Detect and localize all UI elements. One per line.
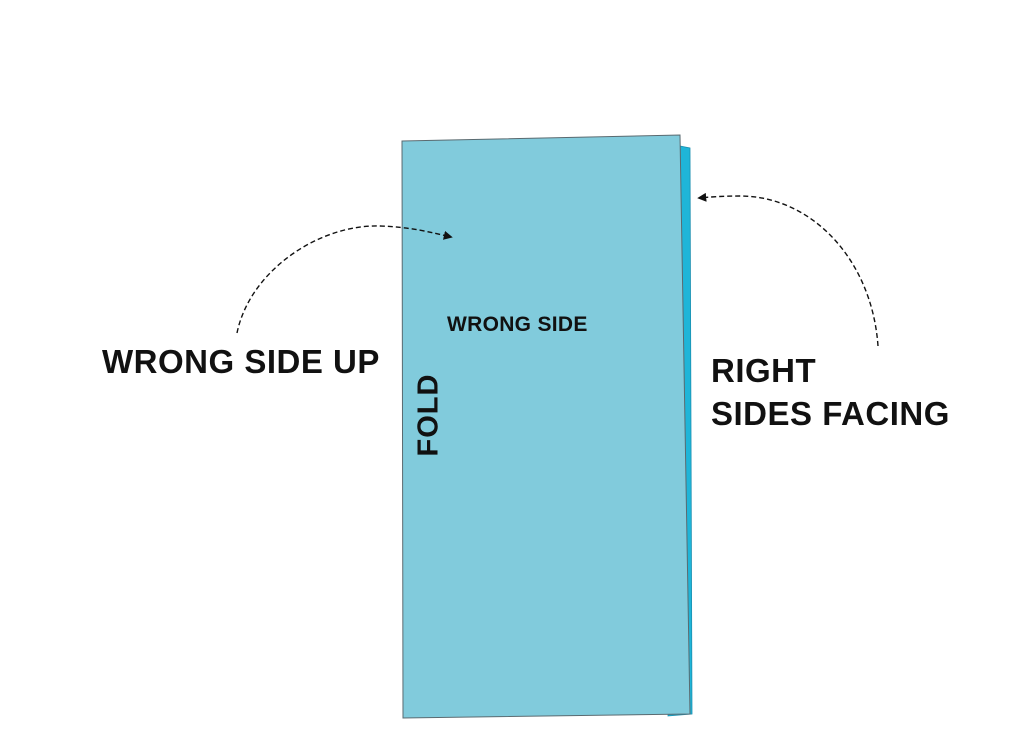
wrong-side-up-label: WRONG SIDE UP <box>102 343 380 380</box>
wrong-side-label: WRONG SIDE <box>447 313 588 336</box>
right-sides-facing-line-2: SIDES FACING <box>711 395 950 432</box>
fold-label: FOLD <box>412 373 445 457</box>
right-sides-facing-label: RIGHT SIDES FACING <box>711 349 950 435</box>
right-sides-facing-line-1: RIGHT <box>711 352 817 389</box>
right-sides-facing-arrow <box>697 192 879 347</box>
fabric-wrong-side-panel <box>401 134 691 719</box>
